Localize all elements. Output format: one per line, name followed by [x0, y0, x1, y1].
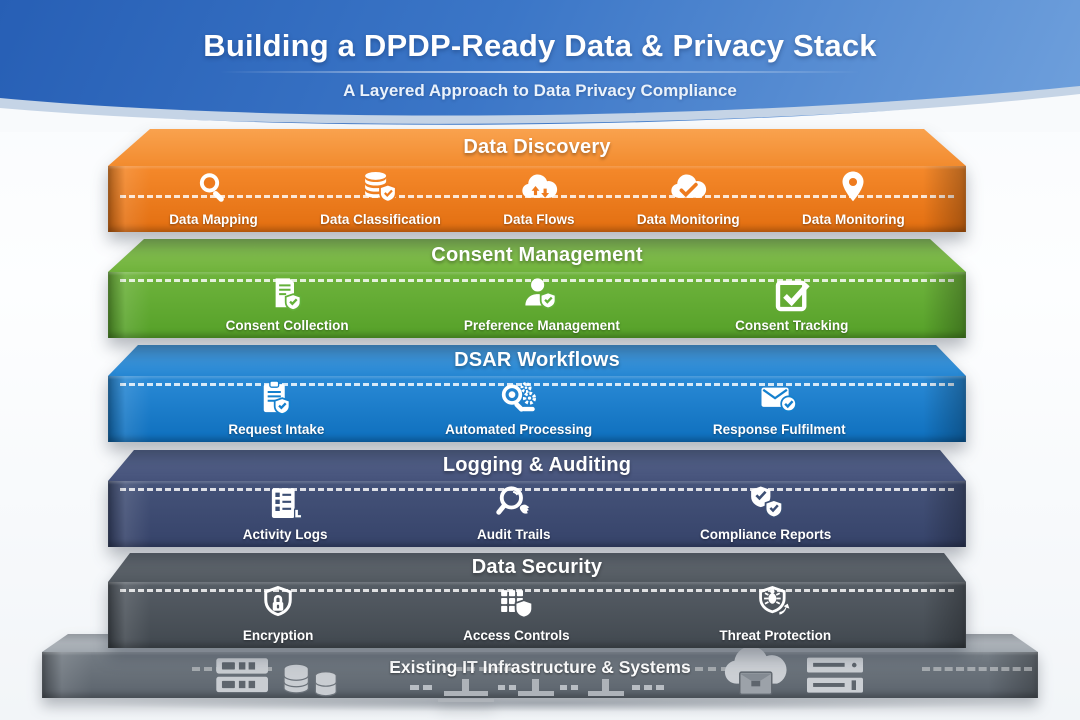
stack-item: Data Monitoring: [637, 168, 740, 232]
double-shield-check-icon: [743, 483, 789, 525]
cloud-briefcase-icon: [714, 644, 794, 707]
stack-item-label: Response Fulfilment: [712, 422, 846, 437]
shield-bug-icon: [752, 584, 798, 626]
layer-front-face: Encryption Access Controls Threat Protec…: [108, 582, 966, 648]
cloud-check-icon: [665, 168, 711, 210]
dotted-separator: [922, 667, 1032, 671]
stack-item-label: Encryption: [242, 628, 314, 643]
layer-title: Consent Management: [431, 244, 643, 266]
layer-top-face: DSAR Workflows: [108, 345, 966, 376]
layer-consent-management: Consent Management Consent Collection Pr…: [108, 239, 966, 338]
checkbox-check-icon: [769, 274, 815, 316]
clipboard-shield-icon: [253, 378, 299, 420]
dotted-separator: [682, 667, 742, 671]
stack-item: Data Monitoring: [802, 168, 905, 232]
layer-front-face: Activity Logs Audit Trails Compliance Re…: [108, 481, 966, 547]
dotted-separator: [442, 667, 512, 671]
stack-item: Access Controls: [463, 584, 570, 648]
stack-item-label: Data Monitoring: [802, 212, 905, 227]
database-shield-icon: [357, 168, 403, 210]
stack-item-label: Audit Trails: [476, 527, 551, 542]
dotted-separator: [120, 383, 954, 386]
layer-title: Logging & Auditing: [442, 454, 632, 476]
stack-item: Preference Management: [464, 274, 620, 338]
magnifier-trail-icon: [491, 483, 537, 525]
title-divider: [220, 71, 860, 73]
layer-logging-auditing: Logging & Auditing Activity Logs Audit T…: [108, 450, 966, 547]
envelope-check-icon: [756, 378, 802, 420]
layer-top-face: Data Discovery: [108, 129, 966, 166]
layer-data-discovery: Data Discovery Data Mapping Data Classif…: [108, 129, 966, 232]
stack-item-label: Compliance Reports: [699, 527, 832, 542]
server-list-icon: [802, 655, 868, 702]
stack-item: Activity Logs: [243, 483, 328, 547]
layer-top-face: Data Security: [108, 553, 966, 582]
magnifier-icon: [190, 168, 236, 210]
cloud-arrows-icon: [516, 168, 562, 210]
stack-item-label: Preference Management: [463, 318, 620, 333]
layer-front-face: Request Intake Automated Processing Resp…: [108, 376, 966, 442]
page-subtitle: A Layered Approach to Data Privacy Compl…: [343, 81, 737, 100]
stack-item-label: Data Mapping: [169, 212, 258, 227]
stack-item: Automated Processing: [445, 378, 592, 442]
user-shield-icon: [519, 274, 565, 316]
document-shield-icon: [264, 274, 310, 316]
dotted-separator: [120, 488, 954, 491]
layer-title: Data Security: [471, 556, 603, 578]
stack-item-label: Data Classification: [320, 212, 441, 227]
stack-item-label: Data Flows: [503, 212, 575, 227]
stack-item: Consent Collection: [226, 274, 349, 338]
stack-item: Audit Trails: [476, 483, 551, 547]
network-nodes-icon: [410, 679, 670, 708]
keypad-shield-icon: [493, 584, 539, 626]
stack-item-label: Request Intake: [228, 422, 325, 437]
list-document-icon: [262, 483, 308, 525]
stack-item: Data Flows: [503, 168, 575, 232]
stack-item-label: Consent Collection: [225, 318, 349, 333]
layer-title: Data Discovery: [463, 136, 611, 158]
location-pin-icon: [830, 168, 876, 210]
layer-front-face: Data Mapping Data Classification Data Fl…: [108, 166, 966, 232]
stack-item: Compliance Reports: [700, 483, 831, 547]
stack-item-label: Access Controls: [463, 628, 570, 643]
header-banner: Building a DPDP-Ready Data & Privacy Sta…: [0, 0, 1080, 132]
dotted-separator: [120, 589, 954, 592]
stack-item: Response Fulfilment: [713, 378, 846, 442]
page-title: Building a DPDP-Ready Data & Privacy Sta…: [203, 28, 877, 63]
stack-item: Data Mapping: [169, 168, 258, 232]
stack-item-label: Data Monitoring: [636, 212, 740, 227]
stack-item: Data Classification: [320, 168, 441, 232]
layer-title: DSAR Workflows: [454, 349, 620, 371]
stack-item-label: Consent Tracking: [735, 318, 849, 333]
stack-item: Request Intake: [228, 378, 324, 442]
base-front-face: Existing IT Infrastructure & Systems: [42, 646, 1038, 702]
layer-top-face: Consent Management: [108, 239, 966, 272]
stack-item-label: Automated Processing: [445, 422, 593, 437]
layer-data-security: Data Security Encryption Access Controls: [108, 553, 966, 648]
header-swoosh-curve: [0, 86, 1080, 132]
stack-item-label: Activity Logs: [242, 527, 328, 542]
base-title: Existing IT Infrastructure & Systems: [389, 657, 691, 677]
stack-item: Threat Protection: [719, 584, 831, 648]
shield-lock-icon: [255, 584, 301, 626]
stack-item-label: Threat Protection: [719, 628, 832, 643]
layer-dsar-workflows: DSAR Workflows Request Intake Automated …: [108, 345, 966, 442]
layer-front-face: Consent Collection Preference Management…: [108, 272, 966, 338]
server-rack-icon: [214, 655, 280, 702]
stack-item: Consent Tracking: [735, 274, 848, 338]
layer-top-face: Logging & Auditing: [108, 450, 966, 481]
magnifier-gears-icon: [496, 378, 542, 420]
stack-item: Encryption: [242, 584, 314, 648]
ground-shadow: [70, 694, 1020, 712]
database-stack-icon: [280, 662, 342, 707]
